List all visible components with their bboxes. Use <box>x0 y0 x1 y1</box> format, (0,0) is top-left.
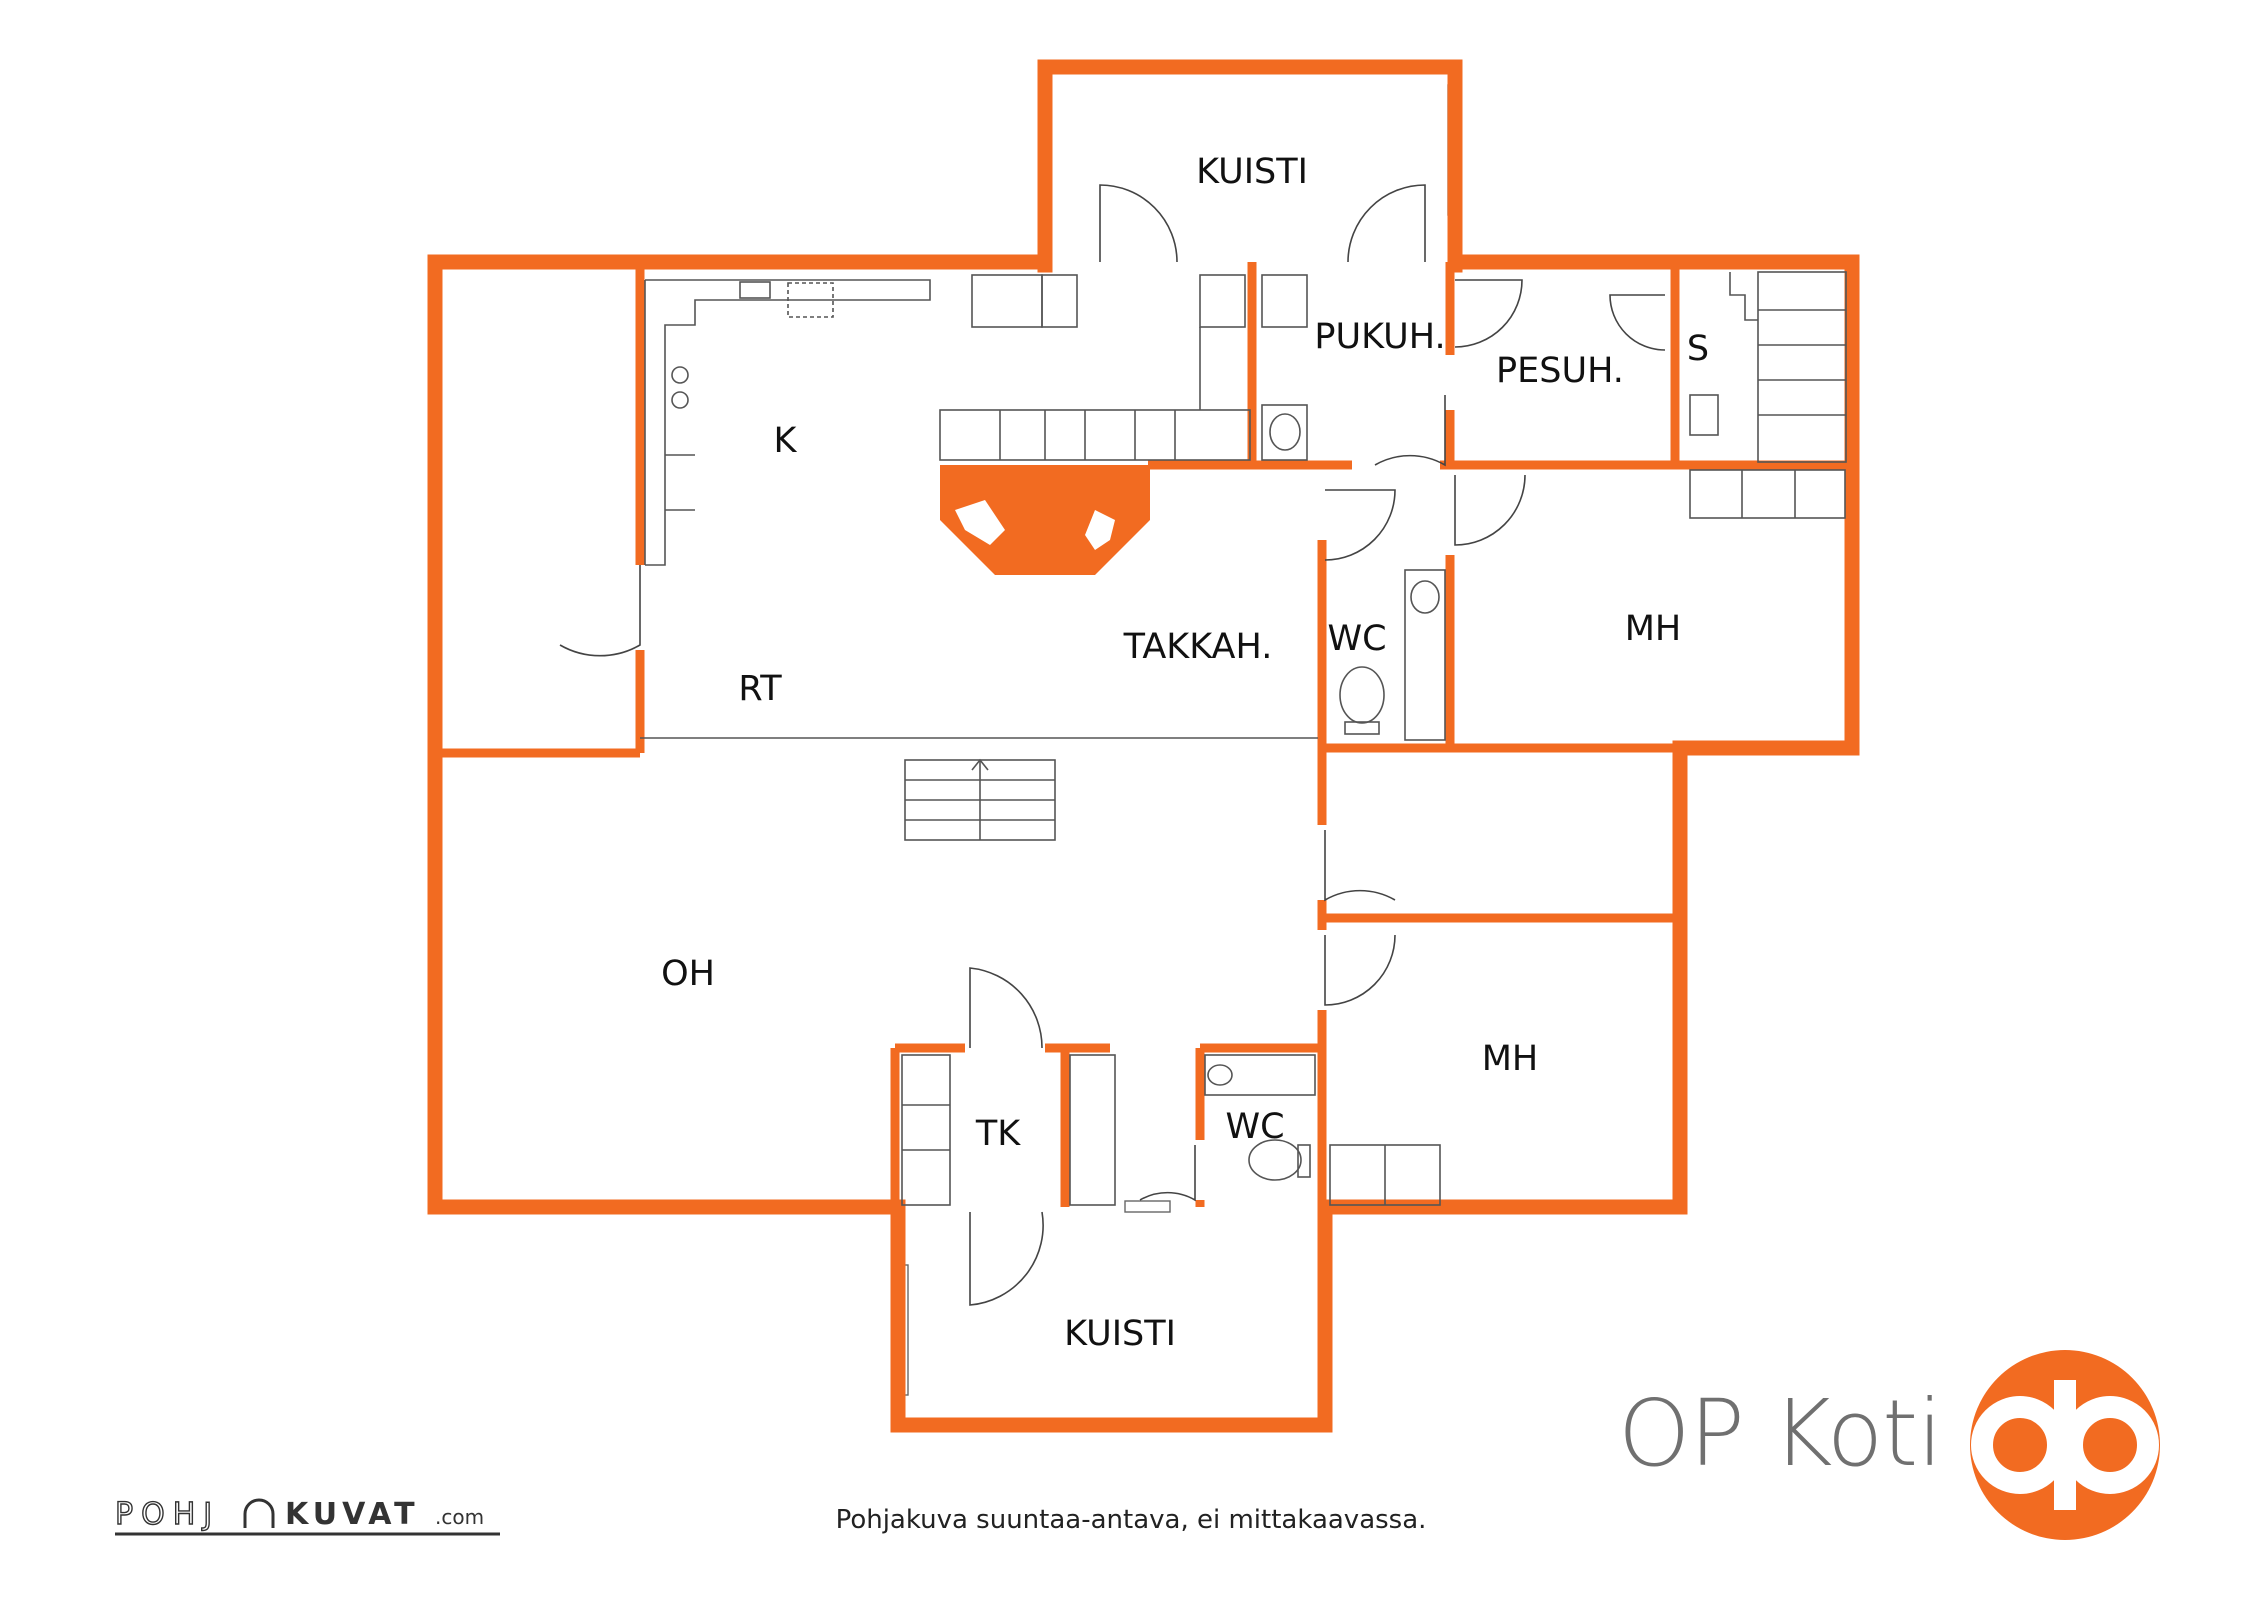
room-label-wc-upper: WC <box>1327 619 1386 659</box>
pohjakuvat-logo-left: POHJ <box>115 1497 220 1532</box>
fixtures <box>640 271 1847 1206</box>
room-label-oh: OH <box>661 954 715 994</box>
plan-caption: Pohjakuva suuntaa-antava, ei mittakaavas… <box>835 1505 1427 1535</box>
exterior-walls <box>427 59 1860 1433</box>
room-label-kuisti-bottom: KUISTI <box>1064 1314 1176 1354</box>
room-label-pukuh: PUKUH. <box>1314 317 1445 357</box>
fireplace <box>940 465 1150 575</box>
pohjakuvat-logo-suffix: .com <box>435 1505 484 1529</box>
pohjakuvat-logo-right: KUVAT <box>285 1497 420 1532</box>
room-label-takkah: TAKKAH. <box>1123 627 1273 667</box>
pohjakuvat-logo-mark: POHJ KUVAT .com <box>114 1496 500 1536</box>
room-label-tk: TK <box>975 1114 1021 1154</box>
doors <box>559 184 1666 1306</box>
room-label-wc-lower: WC <box>1225 1107 1284 1147</box>
room-label-keittio: K <box>774 421 798 461</box>
room-labels: KUISTI PUKUH. PESUH. S K TAKKAH. WC MH R… <box>661 152 1709 1354</box>
pohjakuvat-logo: POHJ KUVAT .com <box>114 1492 515 1551</box>
room-label-rt: RT <box>738 669 782 709</box>
room-label-mh-upper: MH <box>1625 609 1682 649</box>
room-label-mh-lower: MH <box>1482 1039 1539 1079</box>
room-label-pesuh: PESUH. <box>1496 351 1624 391</box>
room-label-kuisti-top: KUISTI <box>1196 152 1308 192</box>
room-label-sauna: S <box>1687 329 1709 369</box>
brand-name: OP Koti <box>1618 1380 1943 1487</box>
interior-walls <box>435 262 1852 1207</box>
op-circle-logo <box>1970 1350 2160 1540</box>
